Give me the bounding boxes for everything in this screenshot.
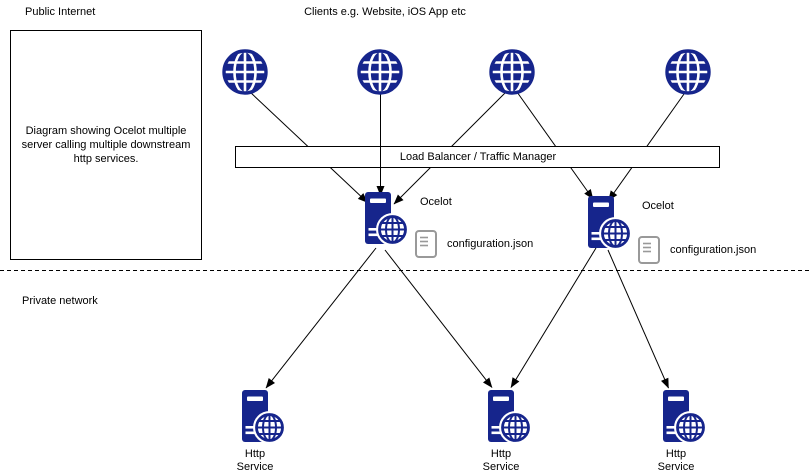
http-service-icon: [661, 388, 709, 446]
http-service-label-line1: Http: [244, 448, 266, 460]
edge-ocelot1-service1: [265, 247, 377, 389]
ocelot-label: Ocelot: [420, 196, 452, 208]
config-doc-icon: [415, 230, 437, 258]
config-file-label: configuration.json: [670, 244, 757, 256]
scope-note-box: Diagram showing Ocelot multiple server c…: [10, 30, 202, 260]
client-globe-icon: [221, 48, 269, 96]
http-service-label: Http Service: [215, 448, 295, 473]
client-globe-icon: [664, 48, 712, 96]
http-service-label-line2: Service: [657, 460, 695, 473]
load-balancer-box: [235, 146, 720, 168]
scope-note-text: Diagram showing Ocelot multiple server c…: [21, 125, 191, 165]
edge-ocelot2-service2: [510, 247, 597, 388]
ocelot-server-icon: [586, 194, 634, 252]
config-file-label: configuration.json: [447, 238, 534, 250]
edge-ocelot1-service2: [384, 249, 493, 388]
http-service-icon: [240, 388, 288, 446]
public-internet-label: Public Internet: [25, 6, 96, 18]
http-service-label: Http Service: [461, 448, 541, 473]
http-service-label-line1: Http: [490, 448, 512, 460]
edge-client3-ocelot2: [516, 91, 594, 200]
gateway-edges: [265, 247, 669, 389]
clients-caption-label: Clients e.g. Website, iOS App etc: [304, 6, 466, 18]
client-globe-icon: [356, 48, 404, 96]
http-service-label: Http Service: [636, 448, 716, 473]
http-service-label-line2: Service: [482, 460, 520, 473]
client-globe-icon: [488, 48, 536, 96]
http-service-label-line1: Http: [665, 448, 687, 460]
edge-ocelot2-service3: [607, 249, 669, 389]
ocelot-server-icon: [363, 190, 411, 248]
http-service-label-line2: Service: [236, 460, 274, 473]
load-balancer-label: Load Balancer / Traffic Manager: [399, 151, 557, 163]
http-service-icon: [486, 388, 534, 446]
private-network-label: Private network: [22, 295, 98, 307]
config-doc-icon: [638, 236, 660, 264]
ocelot-label: Ocelot: [642, 200, 674, 212]
